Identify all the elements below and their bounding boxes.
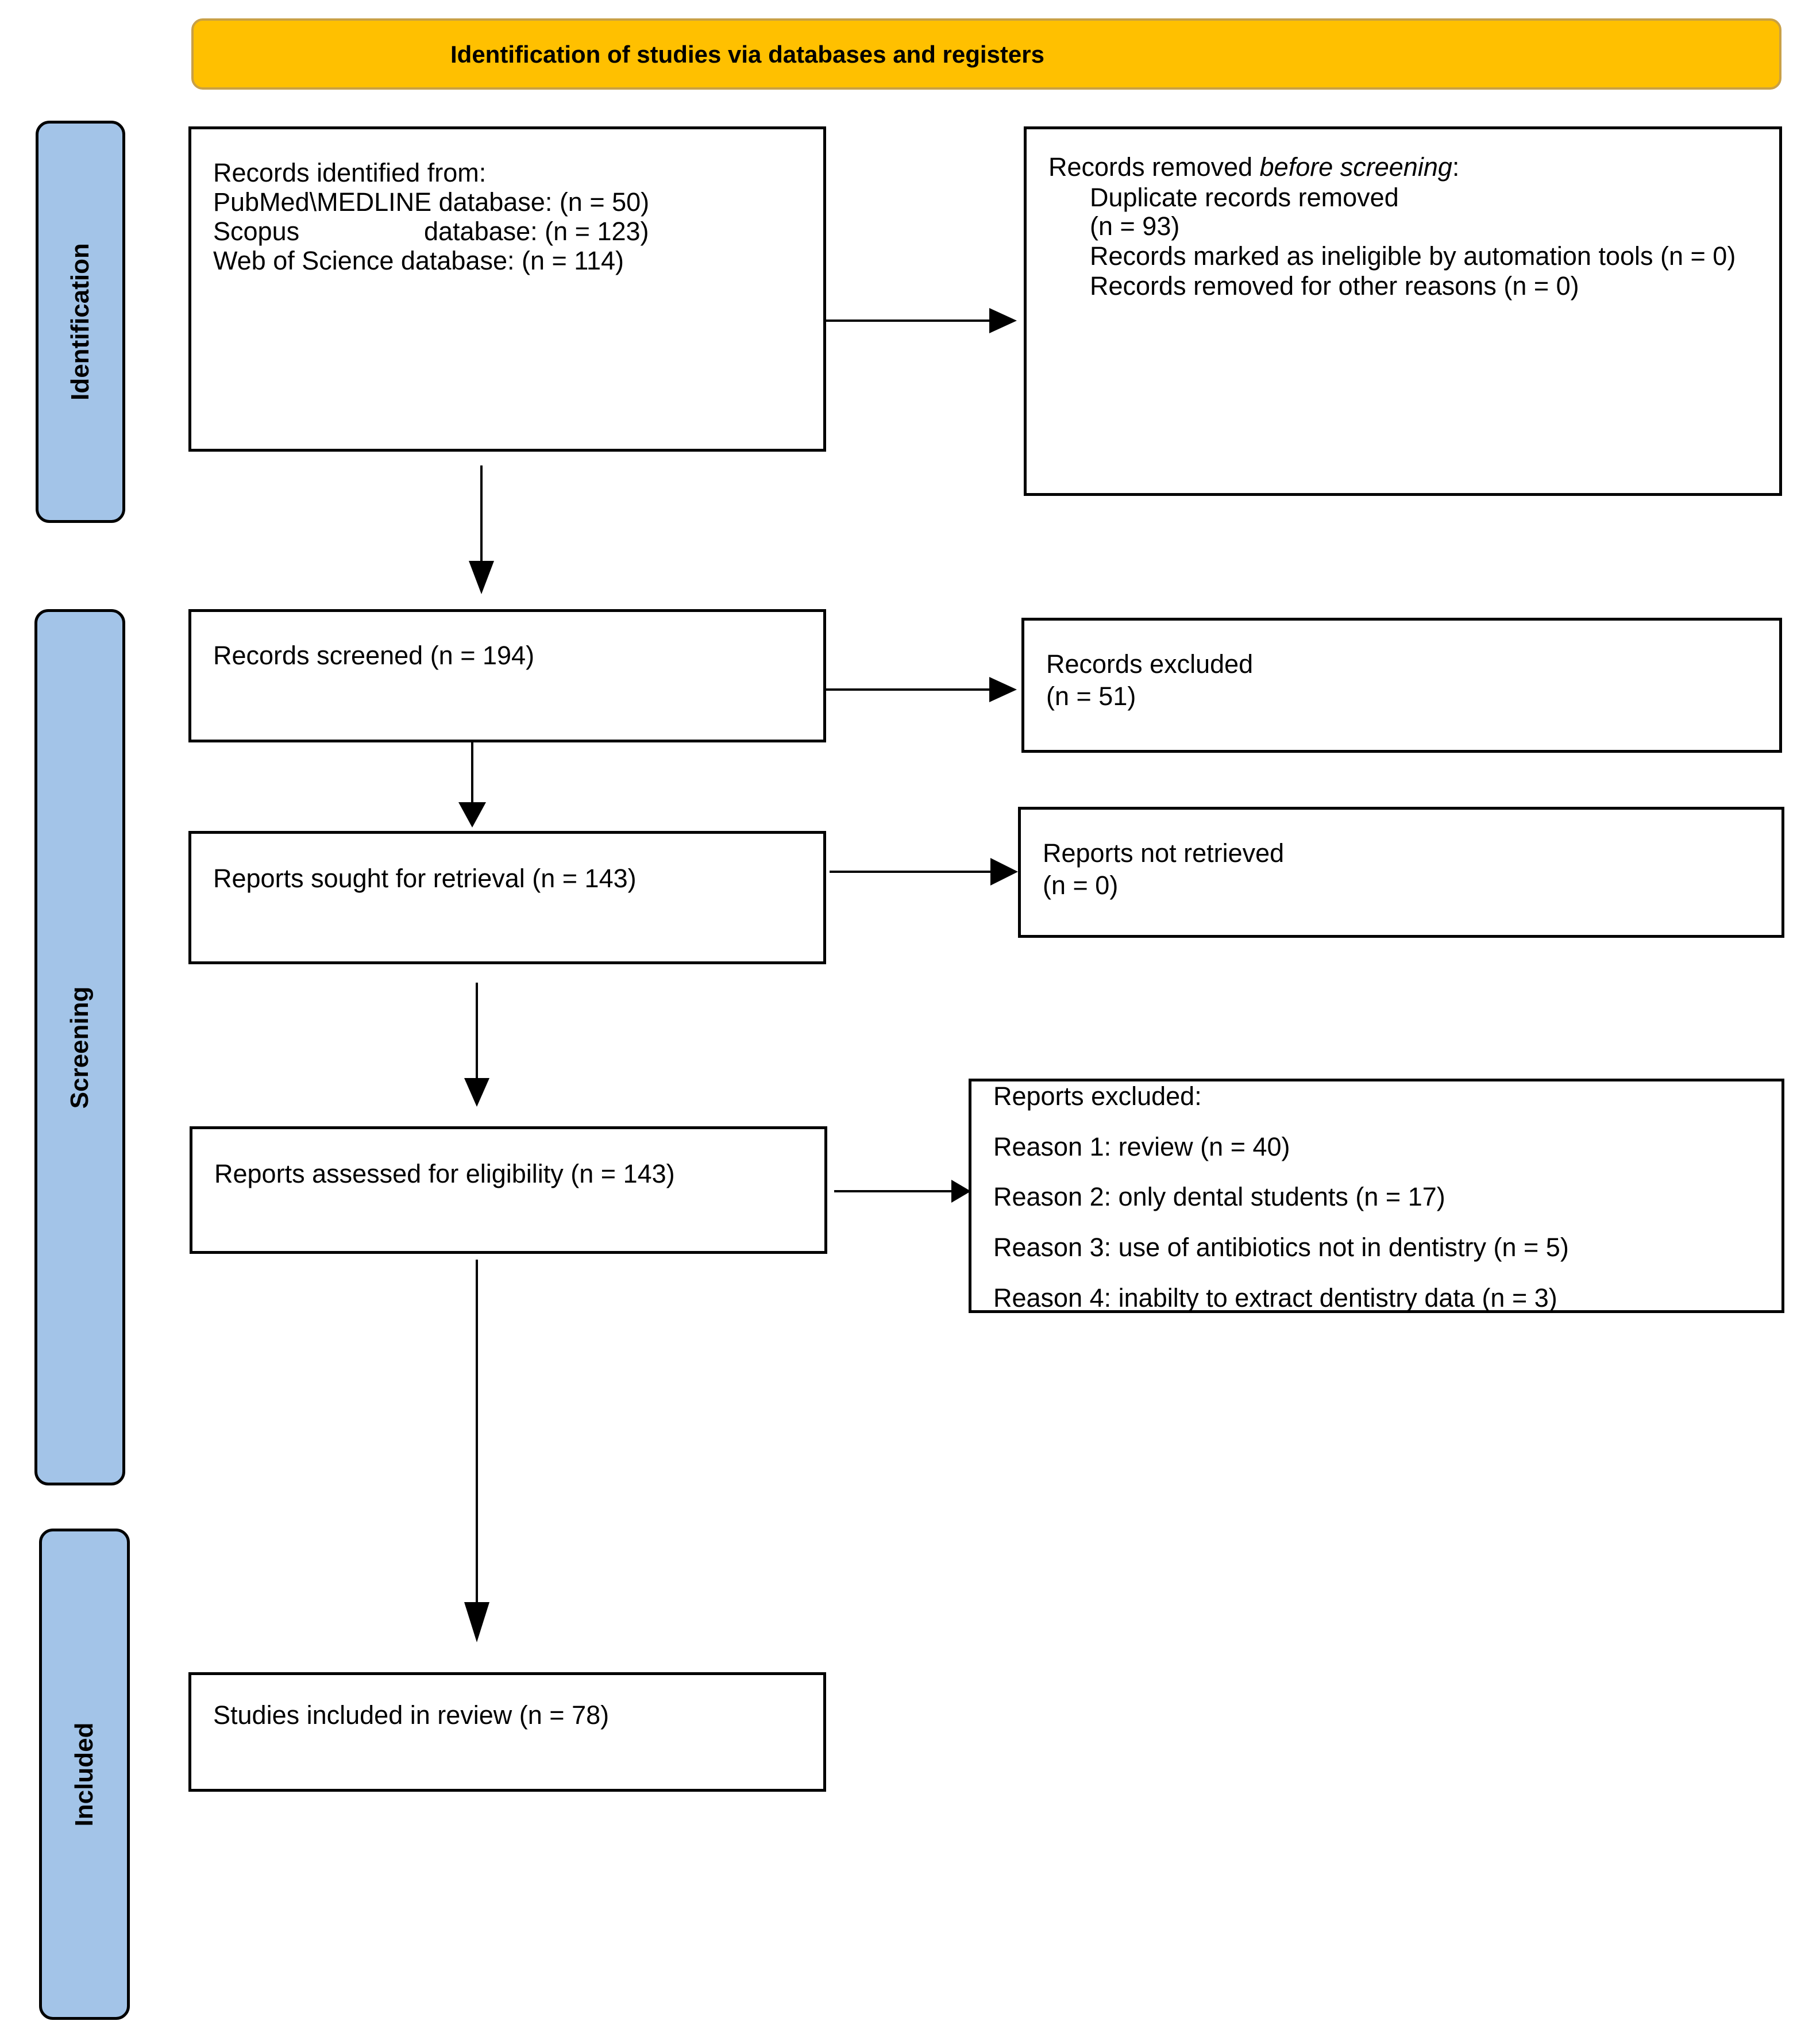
records-excluded-box: Records excluded (n = 51) <box>1021 618 1782 753</box>
arrowhead-identified-to-removed <box>989 308 1017 333</box>
removed-heading-prefix: Records removed <box>1048 152 1260 182</box>
identified-pubmed: PubMed\MEDLINE database: (n = 50) <box>213 187 650 217</box>
not-retrieved-count: (n = 0) <box>1043 871 1119 900</box>
removed-other: Records removed for other reasons (n = 0… <box>1090 271 1579 301</box>
exclusion-reason-4: Reason 4: inabilty to extract dentistry … <box>993 1283 1557 1312</box>
exclusion-reason-2: Reason 2: only dental students (n = 17) <box>993 1182 1445 1211</box>
records-identified-box: Records identified from: PubMed\MEDLINE … <box>188 126 826 452</box>
excluded-count: (n = 51) <box>1046 682 1136 711</box>
arrowhead-assessed-to-included <box>464 1602 489 1642</box>
reports-excluded-box: Reports excluded: Reason 1: review (n = … <box>969 1079 1784 1313</box>
exclusion-reason-3: Reason 3: use of antibiotics not in dent… <box>993 1233 1569 1262</box>
records-screened-box: Records screened (n = 194) <box>188 609 826 742</box>
phase-identification: Identification <box>36 121 125 523</box>
identified-scopus-count: database: (n = 123) <box>424 217 649 246</box>
studies-included-box: Studies included in review (n = 78) <box>188 1672 826 1792</box>
phase-included: Included <box>39 1529 130 2020</box>
removed-automation: Records marked as ineligible by automati… <box>1090 241 1736 271</box>
screened-label: Records screened (n = 194) <box>213 641 535 670</box>
removed-duplicates-count: (n = 93) <box>1090 211 1180 241</box>
reports-assessed-box: Reports assessed for eligibility (n = 14… <box>190 1126 827 1254</box>
assessed-label: Reports assessed for eligibility (n = 14… <box>214 1159 675 1188</box>
identified-scopus-name: Scopus <box>213 217 300 246</box>
not-retrieved-label: Reports not retrieved <box>1043 838 1285 868</box>
identified-heading: Records identified from: <box>213 158 487 187</box>
reports-not-retrieved-box: Reports not retrieved (n = 0) <box>1018 807 1784 938</box>
removed-duplicates: Duplicate records removed <box>1090 183 1399 212</box>
records-removed-box: Records removed before screening: Duplic… <box>1024 126 1782 496</box>
removed-heading-italic: before screening <box>1259 152 1452 182</box>
removed-heading: Records removed before screening: <box>1048 152 1459 182</box>
included-label: Studies included in review (n = 78) <box>213 1700 610 1730</box>
arrowhead-identified-to-screened <box>469 561 494 594</box>
exclusion-reason-1: Reason 1: review (n = 40) <box>993 1132 1290 1161</box>
arrowhead-screened-to-sought <box>458 802 486 827</box>
excluded-label: Records excluded <box>1046 649 1254 679</box>
arrowhead-sought-to-assessed <box>464 1078 489 1107</box>
phase-screening: Screening <box>34 609 125 1485</box>
sought-label: Reports sought for retrieval (n = 143) <box>213 864 637 893</box>
arrowhead-sought-to-not-retrieved <box>990 858 1018 886</box>
reports-sought-box: Reports sought for retrieval (n = 143) <box>188 831 826 964</box>
reports-excluded-heading: Reports excluded: <box>993 1081 1202 1111</box>
header-banner: Identification of studies via databases … <box>191 18 1781 90</box>
removed-heading-suffix: : <box>1452 152 1460 182</box>
arrowhead-assessed-to-reports-excluded <box>951 1180 971 1203</box>
arrowhead-screened-to-excluded <box>989 677 1017 702</box>
header-title: Identification of studies via databases … <box>450 41 1044 68</box>
identified-wos: Web of Science database: (n = 114) <box>213 246 624 275</box>
